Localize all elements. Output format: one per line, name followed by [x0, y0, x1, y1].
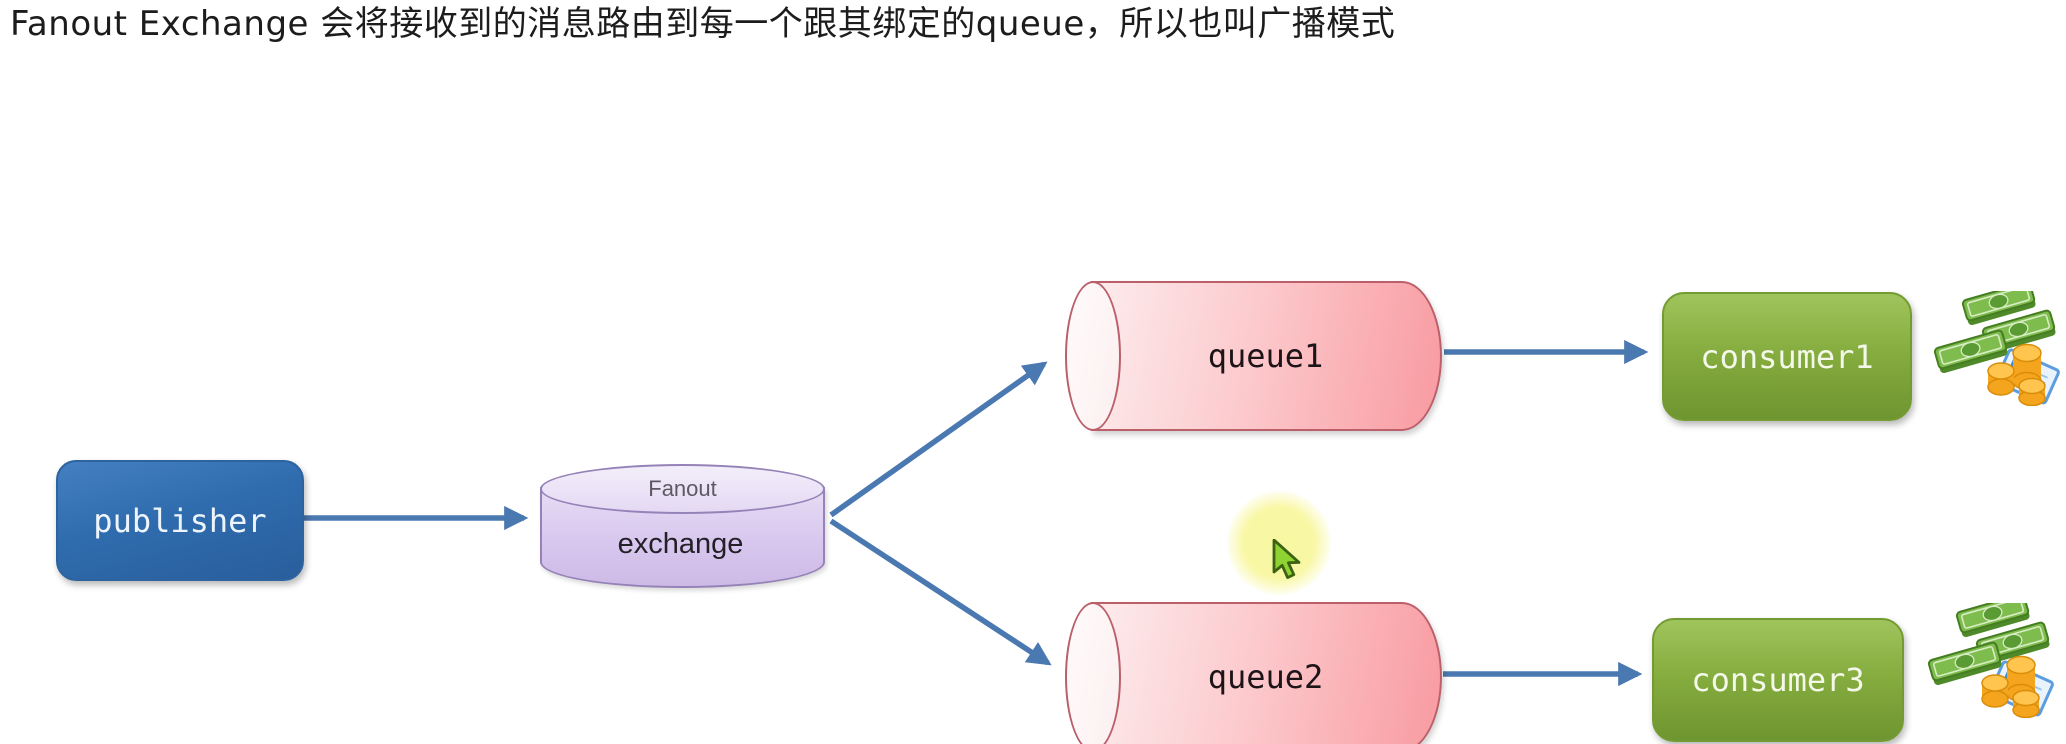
queue1-node: queue1 — [1065, 281, 1442, 431]
edge-exchange-queue2 — [829, 518, 1052, 666]
publisher-node: publisher — [56, 460, 304, 581]
queue1-cylinder-body — [1091, 281, 1442, 431]
page-title: Fanout Exchange 会将接收到的消息路由到每一个跟其绑定的queue… — [10, 4, 1396, 44]
consumer1-label: consumer1 — [1700, 337, 1874, 376]
consumer3-node: consumer3 — [1652, 618, 1904, 742]
banknote-icon — [1961, 291, 2036, 326]
money-icon — [1928, 603, 2054, 718]
exchange-node: Fanout exchange — [540, 464, 825, 590]
consumer1-node: consumer1 — [1662, 292, 1912, 421]
queue1-label: queue1 — [1207, 337, 1324, 375]
money-icon — [1934, 291, 2060, 406]
consumer3-label: consumer3 — [1691, 661, 1865, 699]
coins-icon — [1981, 655, 2040, 718]
banknote-icon — [1928, 641, 2002, 686]
publisher-label: publisher — [93, 501, 267, 540]
exchange-label: exchange — [617, 527, 744, 560]
coins-icon — [1987, 343, 2046, 406]
banknote-icon — [1934, 329, 2008, 374]
edge-exchange-queue1 — [829, 361, 1048, 518]
queue2-node: queue2 — [1065, 602, 1442, 744]
exchange-cylinder-top: Fanout — [540, 464, 825, 514]
queue2-label: queue2 — [1207, 658, 1324, 696]
queue2-cylinder-cap — [1065, 602, 1121, 744]
exchange-type-label: Fanout — [648, 476, 717, 501]
queue1-cylinder-cap — [1065, 281, 1121, 431]
banknote-icon — [1955, 603, 2030, 638]
cursor-pointer-icon — [1272, 539, 1301, 579]
